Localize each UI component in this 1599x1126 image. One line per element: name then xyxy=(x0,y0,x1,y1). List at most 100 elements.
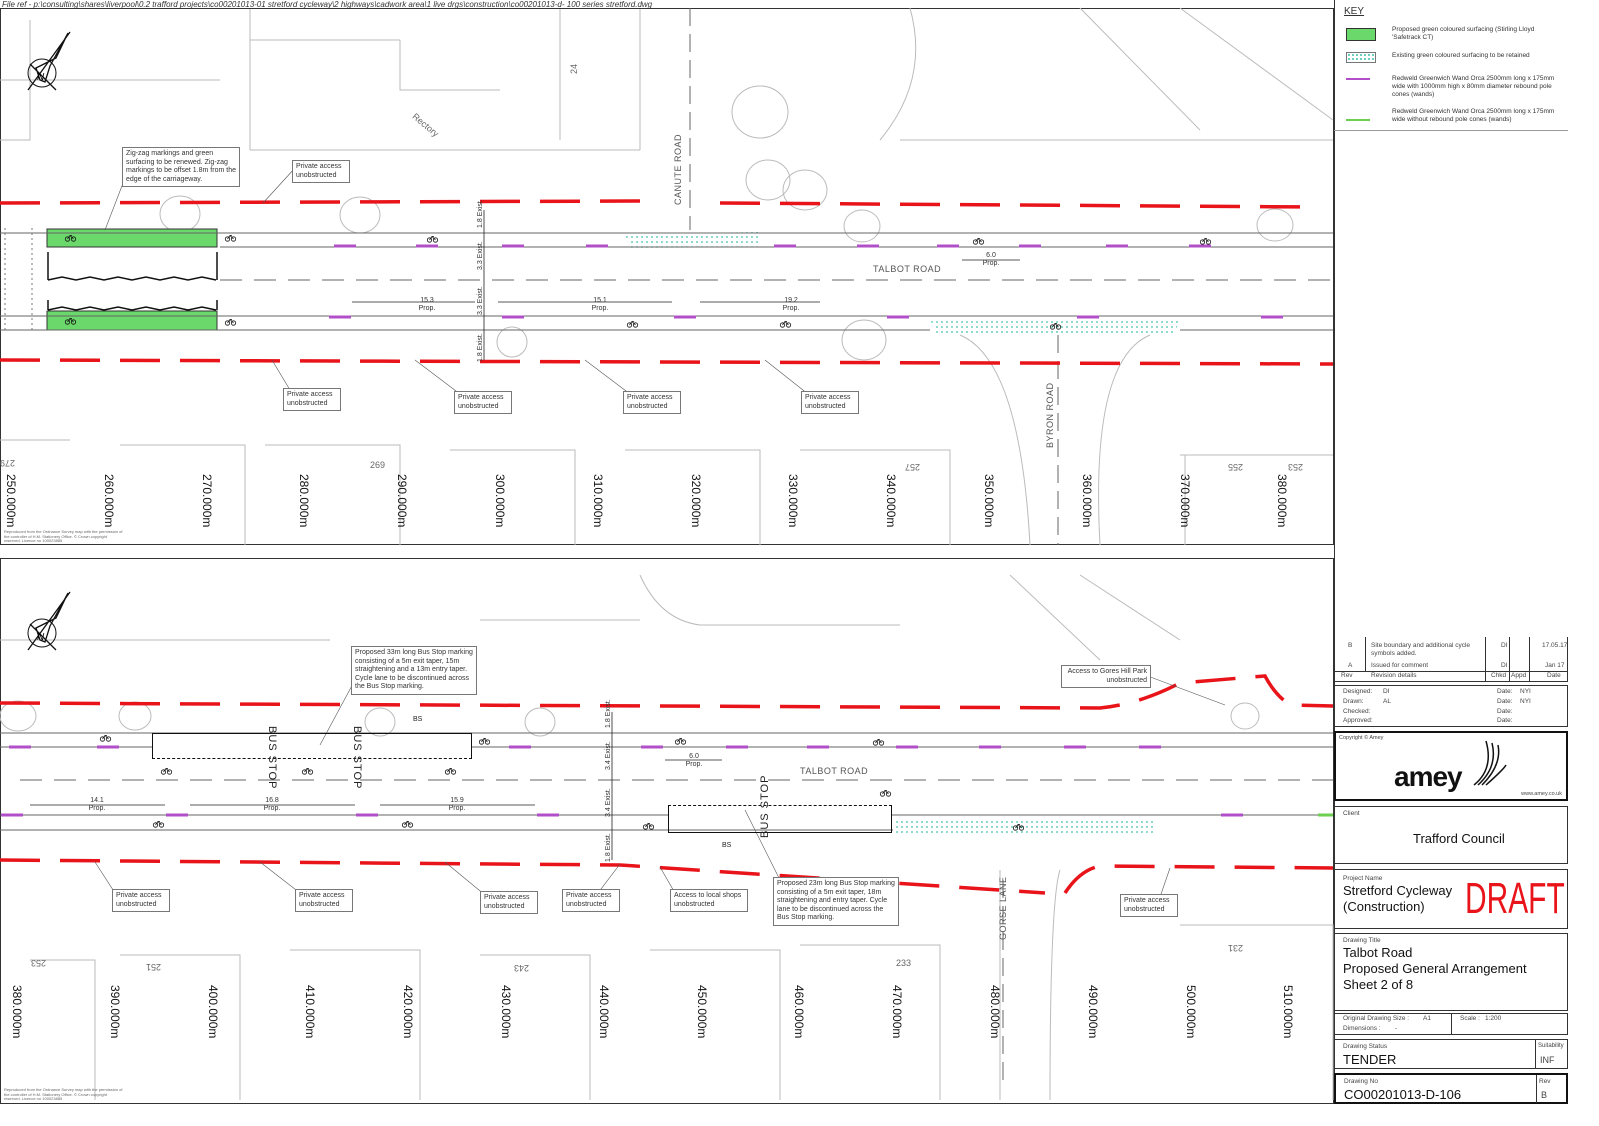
client-label: Client xyxy=(1343,810,1360,817)
key-item-text: Existing green coloured surfacing to be … xyxy=(1392,52,1530,59)
os-copyright-notice: Reproduced from the Ordnance Survey map … xyxy=(4,1087,123,1101)
annotation-private-access: Private access unobstructed xyxy=(112,889,170,912)
exist-dimension: 3.3 Exist. xyxy=(477,286,484,315)
cycle-symbol-icon xyxy=(224,318,237,326)
existing-green-surfacing xyxy=(893,818,1155,834)
dim-tag: Prop. xyxy=(263,805,281,812)
chainage-label: 300.000m xyxy=(493,474,507,528)
exist-dimension: 1.8 Exist. xyxy=(605,833,612,862)
property-label: 257 xyxy=(905,462,921,472)
dim-tag: Prop. xyxy=(418,305,436,312)
rev-value: B xyxy=(1541,1090,1548,1100)
rev-letter: A xyxy=(1348,662,1353,669)
crossing-studs xyxy=(4,228,33,330)
drawing-no-value: CO00201013-D-106 xyxy=(1344,1087,1462,1102)
date-label: Date: xyxy=(1497,688,1513,695)
property-label: 233 xyxy=(896,958,912,968)
exist-dimension: 1.8 Exist. xyxy=(477,199,484,228)
dim-tag: Prop. xyxy=(448,805,466,812)
chainage-label: 340.000m xyxy=(884,474,899,528)
dim-tag: Prop. xyxy=(685,761,703,768)
chainage-label: 250.000m xyxy=(4,474,18,528)
cycle-symbol-icon xyxy=(872,738,885,746)
cycle-symbol-icon xyxy=(444,767,457,775)
project-label: Project Name xyxy=(1343,875,1383,882)
site-boundary xyxy=(0,858,1334,895)
annotation-zigzag: Zig-zag markings and green surfacing to … xyxy=(122,147,240,187)
title-block: KEY Proposed green coloured surfacing (S… xyxy=(1334,0,1568,1104)
key-item-text: Proposed green coloured surfacing (Stirl… xyxy=(1392,26,1535,41)
chainage-label: 490.000m xyxy=(1085,985,1100,1039)
svg-text:N: N xyxy=(37,632,45,643)
os-base-map xyxy=(0,7,1334,1101)
cycle-symbol-icon xyxy=(401,820,414,828)
signoff-table: Designed: DI Date: NYI Drawn: AL Date: N… xyxy=(1334,685,1568,727)
dimensions-label: Dimensions : xyxy=(1343,1025,1381,1032)
status-value: TENDER xyxy=(1343,1052,1397,1067)
annotation-local-shops: Access to local shops unobstructed xyxy=(670,889,748,912)
cycle-symbol-icon xyxy=(160,767,173,775)
bus-stop-text: BUS STOP xyxy=(266,726,278,790)
bottom-sheet-frame xyxy=(0,558,1334,1104)
cycle-symbol-icon xyxy=(99,734,112,742)
company-url: www.amey.co.uk xyxy=(1521,791,1562,797)
cycle-symbol-icon xyxy=(301,767,314,775)
annotation-private-access: Private access unobstructed xyxy=(480,891,538,914)
chainage-label: 420.000m xyxy=(401,985,416,1039)
leader-line xyxy=(94,167,1226,898)
rev-letter: B xyxy=(1348,642,1353,649)
status-label: Drawing Status xyxy=(1343,1043,1388,1050)
exist-dimension: 3.4 Exist. xyxy=(605,741,612,770)
amey-logo: amey xyxy=(1394,761,1463,792)
cycle-symbol-icon xyxy=(64,234,77,242)
property-label: 253 xyxy=(1288,462,1304,472)
dimension-line xyxy=(30,712,722,860)
designed-label: Designed: xyxy=(1343,688,1373,695)
designed-date: NYI xyxy=(1520,688,1531,695)
svg-text:N: N xyxy=(37,72,45,83)
cycle-symbol-icon xyxy=(152,820,165,828)
rev-chkd: DI xyxy=(1501,662,1508,669)
dim-value: 15.3 xyxy=(420,297,434,304)
cycle-symbol-icon xyxy=(478,737,491,745)
property-label: 279 xyxy=(0,458,16,468)
suitability-value: INF xyxy=(1540,1055,1555,1065)
annotation-private-access: Private access unobstructed xyxy=(292,160,350,183)
chainage-label: 450.000m xyxy=(694,985,709,1039)
drawn-label: Drawn: xyxy=(1343,698,1364,705)
rev-date: 17.05.17 xyxy=(1542,642,1568,649)
property-label: 269 xyxy=(370,460,386,470)
checked-label: Checked: xyxy=(1343,708,1371,715)
cycle-symbol-icon xyxy=(879,789,892,797)
chainage-label: 400.000m xyxy=(205,985,220,1039)
bus-stop-marker: BS xyxy=(413,716,423,723)
rev-header: Chkd xyxy=(1491,672,1507,679)
chainage-label: 270.000m xyxy=(199,474,214,528)
annotation-private-access: Private access unobstructed xyxy=(283,388,341,411)
road-label-talbot: TALBOT ROAD xyxy=(873,264,942,274)
dim-value: 6.0 xyxy=(689,753,699,760)
exist-dimension: 1.8 Exist. xyxy=(605,699,612,728)
road-markings xyxy=(0,167,1334,898)
drawing-title-line: Talbot Road xyxy=(1343,945,1413,960)
chainage-label: 380.000m xyxy=(10,985,24,1039)
project-name: Stretford Cycleway xyxy=(1343,883,1453,898)
dimension-line xyxy=(352,210,1020,360)
annotation-private-access: Private access unobstructed xyxy=(454,391,512,414)
client-block: Client Trafford Council xyxy=(1334,806,1568,864)
key-item-text: Redweld Greenwich Wand Orca 2500mm long … xyxy=(1392,108,1555,123)
property-label: 251 xyxy=(146,962,162,972)
wand-without-cones-icon xyxy=(1346,119,1370,121)
draft-stamp: DRAFT xyxy=(1465,874,1565,923)
rev-header: Revision details xyxy=(1371,672,1417,679)
chainage-label: 350.000m xyxy=(982,474,996,528)
rev-date: Jan 17 xyxy=(1545,662,1565,669)
cycle-symbol-icon xyxy=(1049,322,1062,330)
cycle-symbol-icon xyxy=(1199,237,1212,245)
north-arrow-icon: N xyxy=(27,591,71,651)
drawing-title-label: Drawing Title xyxy=(1343,937,1381,944)
